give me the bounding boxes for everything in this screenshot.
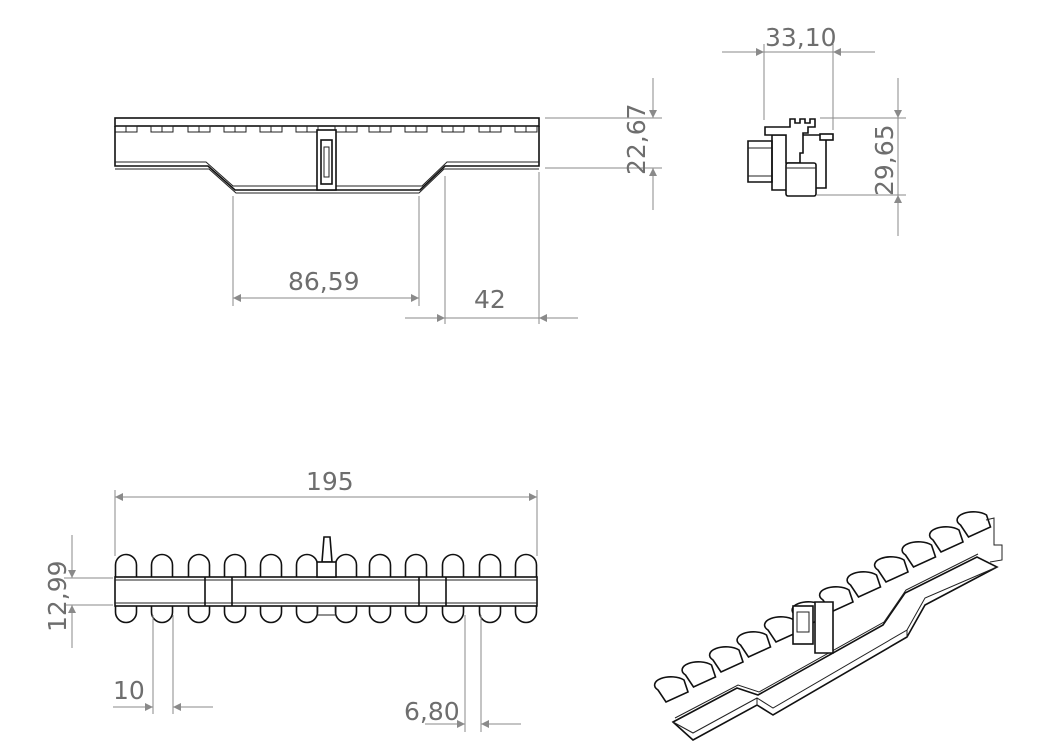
iso-cups (653, 511, 992, 704)
slot-oval-top (478, 553, 502, 578)
iso-cup (846, 571, 882, 599)
center-tab (316, 129, 337, 191)
iso-cup (708, 646, 744, 674)
iso-cup (928, 526, 964, 554)
slot-oval-bottom (259, 605, 283, 624)
bottom-box (785, 162, 817, 197)
slot-oval-top (404, 553, 428, 578)
center-band (114, 576, 538, 607)
dimension-text: 195 (306, 467, 354, 496)
slot-oval-bottom (514, 605, 538, 624)
slot-oval-bottom (150, 605, 174, 624)
dimension-front-end-offset: 42 (405, 172, 578, 324)
slot-oval-bottom (334, 605, 358, 624)
dimension-side-height: 29,65 (817, 78, 906, 236)
iso-cup (653, 676, 689, 704)
dimension-text: 6,80 (404, 697, 460, 726)
isometric-view (653, 511, 1003, 741)
dimension-front-lower-length: 86,59 (232, 196, 420, 306)
slot-oval-top (441, 553, 465, 578)
dimension-text: 10 (113, 676, 145, 705)
slot-oval-bottom (223, 605, 247, 624)
slot-oval-bottom (478, 605, 502, 624)
slot-oval-top (223, 553, 247, 578)
pin-base (316, 561, 337, 578)
front-view (114, 117, 540, 194)
iso-cup (873, 556, 909, 584)
top-rail (114, 117, 540, 127)
slot-oval-top (295, 553, 319, 578)
iso-cup (681, 661, 717, 689)
dimension-slot-width: 6,80 (404, 615, 521, 732)
center-slot-inner (323, 146, 330, 178)
dimension-text: 12,99 (43, 560, 72, 632)
slot-oval-top (114, 553, 138, 578)
dimension-text: 33,10 (765, 23, 837, 52)
iso-post (814, 601, 834, 654)
dimension-front-height: 22,67 (545, 78, 662, 210)
slot-oval-top (334, 553, 358, 578)
bottom-view (114, 536, 538, 624)
dimension-side-width: 33,10 (722, 23, 875, 130)
slot-oval-top (514, 553, 538, 578)
dimension-text: 86,59 (288, 267, 360, 296)
iso-cup (901, 541, 937, 569)
dimension-text: 22,67 (622, 103, 651, 175)
locating-pin (321, 536, 333, 563)
slot-oval-top (150, 553, 174, 578)
slot-oval-bottom (295, 605, 319, 624)
iso-cup (956, 511, 992, 539)
dimension-text: 42 (474, 285, 506, 314)
slot-oval-bottom (404, 605, 428, 624)
slot-oval-bottom (114, 605, 138, 624)
side-view (747, 118, 834, 197)
slot-oval-bottom (441, 605, 465, 624)
dimension-overall-length: 195 (114, 467, 538, 556)
iso-cup (736, 631, 772, 659)
right-flange (819, 133, 834, 141)
rail-pockets (114, 125, 538, 133)
body-lower-edge (115, 168, 539, 194)
slot-oval-top (368, 553, 392, 578)
slot-oval-bottom (187, 605, 211, 624)
slot-oval-top (187, 553, 211, 578)
dimension-slot-pitch: 10 (113, 615, 213, 714)
slot-oval-top (259, 553, 283, 578)
dimension-bottom-band-width: 12,99 (43, 535, 113, 648)
dimension-text: 29,65 (870, 124, 899, 196)
center-slot (320, 139, 333, 185)
slot-oval-bottom (368, 605, 392, 624)
iso-center-tab (792, 605, 814, 645)
